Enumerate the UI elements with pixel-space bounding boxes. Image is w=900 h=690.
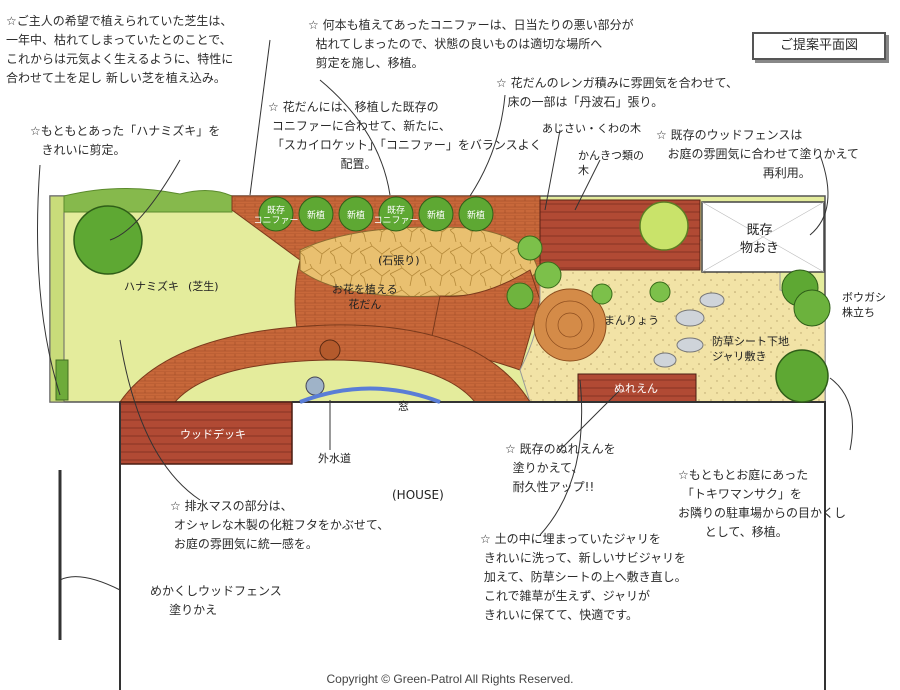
label-citrus: かんきつ類の 木: [578, 149, 644, 177]
engawa-bench: [577, 373, 697, 403]
stepping-stone: [653, 352, 677, 368]
note-dogwood: ☆もともとあった「ハナミズキ」を きれいに剪定。: [30, 124, 221, 157]
faucet-icon: [305, 376, 325, 396]
note-gravel: ☆ 土の中に埋まっていたジャリを きれいに洗って、新しいサビジャリを 加えて、防…: [480, 532, 687, 622]
conifer-tree: [378, 196, 414, 232]
note-brick-floor: ☆ 花だんのレンガ積みに雰囲気を合わせて、 床の一部は「丹波石」張り。: [496, 76, 738, 109]
label-deck: ウッドデッキ: [180, 428, 246, 441]
shrub: [517, 235, 543, 261]
stepping-stone: [676, 337, 704, 353]
conifer-row: 既存コニファー新植新植既存コニファー新植新植: [253, 196, 494, 232]
round-paving: [533, 288, 607, 362]
conifer-tree-label: 新植: [427, 209, 445, 221]
conifer-tree-label: 新植: [467, 209, 485, 221]
label-manryo: まんりょう: [604, 314, 659, 327]
note-conifer: ☆ 何本も植えてあったコニファーは、日当たりの悪い部分が 枯れてしまったので、状…: [308, 18, 634, 70]
conifer-tree-label: 既存: [387, 204, 405, 216]
boxwood-tree: [793, 289, 831, 327]
plan-title: ご提案平面図: [752, 32, 886, 60]
conifer-tree-label: コニファー: [253, 216, 298, 226]
note-flowerbed: ☆ 花だんには、移植した既存の コニファーに合わせて、新たに、 「スカイロケット…: [268, 100, 542, 171]
conifer-tree: [418, 196, 454, 232]
drain-cover: [319, 339, 341, 361]
conifer-tree: [458, 196, 494, 232]
label-engawa: ぬれえん: [614, 382, 658, 395]
left-hedge: [49, 195, 65, 403]
conifer-tree: [258, 196, 294, 232]
left-shrub: [55, 359, 69, 401]
wood-deck: [119, 401, 293, 465]
conifer-tree-label: 新植: [307, 209, 325, 221]
label-hydrangea: あじさい・くわの木: [542, 122, 641, 135]
note-drain-cover: ☆ 排水マスの部分は、 オシャレな木製の化粧フタをかぶせて、 お庭の雰囲気に統一…: [170, 499, 390, 551]
arc-brick-path: [119, 324, 531, 403]
note-lawn: ☆ご主人の希望で植えられていた芝生は、 一年中、枯れてしまっていたとのことで、 …: [6, 14, 234, 85]
conifer-tree-label: 新植: [347, 209, 365, 221]
manryo-shrub: [591, 283, 613, 305]
label-dogwood: ハナミズキ: [124, 280, 179, 293]
leader-lines: [37, 39, 853, 591]
label-sheet: 防草シート下地 ジャリ敷き: [712, 335, 789, 363]
house-wall: [119, 401, 826, 690]
label-stone: (石張り): [378, 254, 420, 267]
label-flowerbed: お花を植える 花だん: [332, 283, 398, 311]
copyright: Copyright © Green-Patrol All Rights Rese…: [326, 672, 574, 686]
citrus-tree: [639, 201, 689, 251]
conifer-tree-label: 既存: [267, 204, 285, 216]
label-lawn: (芝生): [188, 280, 219, 293]
house-window: [299, 386, 441, 404]
conifer-tree: [338, 196, 374, 232]
label-house: (HOUSE): [392, 488, 444, 502]
holly-tree: [775, 349, 829, 403]
note-fence: ☆ 既存のウッドフェンスは お庭の雰囲気に合わせて塗りかえて 再利用。: [656, 128, 859, 180]
shrub: [506, 282, 534, 310]
note-holly: ☆もともとお庭にあった 「トキワマンサク」を お隣りの駐車場からの目かくし とし…: [678, 468, 847, 539]
stepping-stone: [675, 309, 705, 327]
label-storage: 既存 物おき: [740, 223, 780, 256]
dogwood-tree: [73, 205, 143, 275]
shrub: [649, 281, 671, 303]
shrub: [534, 261, 562, 289]
conifer-tree-label: コニファー: [373, 216, 418, 226]
stepping-stone: [699, 292, 725, 308]
label-boxwood: ボウガシ 株立ち: [842, 291, 886, 319]
note-screen-fence: めかくしウッドフェンス 塗りかえ: [150, 584, 282, 617]
note-engawa: ☆ 既存のぬれえんを 塗りかえて、 耐久性アップ!!: [505, 442, 616, 494]
label-window: 窓: [398, 400, 409, 413]
label-faucet: 外水道: [318, 452, 351, 465]
conifer-tree: [298, 196, 334, 232]
